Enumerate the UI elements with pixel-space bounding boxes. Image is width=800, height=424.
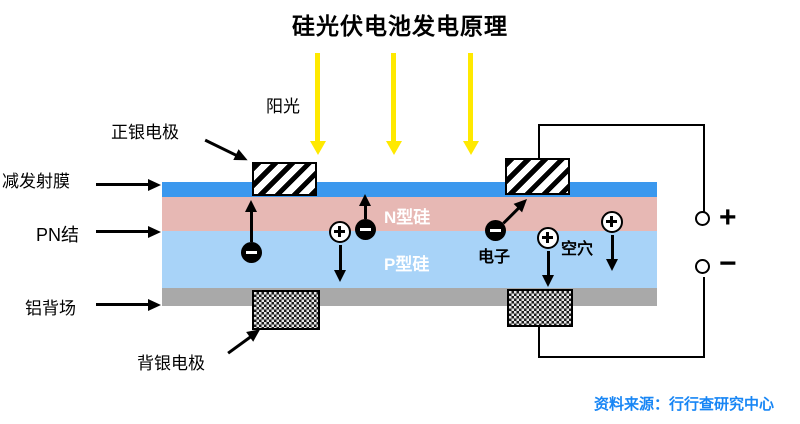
antireflection-layer — [162, 182, 657, 197]
arrow-shaft — [204, 138, 239, 157]
electron-icon — [241, 242, 262, 263]
circuit-wire — [703, 277, 705, 358]
leader-arrow-icon — [96, 303, 150, 306]
sunlight-arrowhead-icon — [463, 141, 479, 155]
circuit-wire — [538, 124, 705, 126]
n-type-layer-label: N型硅 — [384, 208, 431, 227]
leader-arrow-icon — [224, 324, 265, 359]
back-silver-electrode-right — [507, 289, 573, 327]
antireflection-label: 减发射膜 — [2, 172, 70, 191]
electron-motion-arrow — [250, 211, 253, 242]
electron-motion-arrowhead-icon — [359, 194, 371, 206]
plus-glyph — [338, 226, 341, 237]
back-electrode-label: 背银电极 — [137, 354, 205, 373]
hole-motion-arrow — [610, 235, 614, 260]
hole-icon — [329, 221, 351, 243]
leader-arrow-icon — [202, 133, 251, 166]
hole-motion-arrowhead-icon — [334, 270, 346, 282]
n-type-silicon-layer — [162, 197, 657, 231]
leader-arrow-icon — [96, 230, 150, 233]
back-silver-electrode-left — [252, 290, 320, 330]
hole-icon — [601, 211, 623, 233]
front-silver-electrode-right — [505, 158, 570, 195]
aluminum-back-layer — [162, 288, 657, 306]
electron-motion-arrowhead-icon — [245, 200, 257, 212]
negative-terminal-icon — [695, 259, 710, 274]
hole-motion-arrowhead-icon — [606, 259, 618, 271]
sunlight-arrow-icon — [468, 53, 473, 141]
p-type-layer-label: P型硅 — [384, 255, 430, 274]
hole-motion-arrow — [546, 251, 550, 276]
aluminum-back-label: 铝背场 — [25, 299, 76, 318]
leader-arrowhead-icon — [148, 178, 161, 191]
sunlight-arrow-icon — [391, 53, 396, 141]
sunlight-label: 阳光 — [266, 97, 300, 116]
front-silver-electrode-left — [252, 162, 317, 196]
page-title: 硅光伏电池发电原理 — [292, 13, 508, 39]
front-electrode-label: 正银电极 — [111, 123, 179, 142]
leader-arrowhead-icon — [148, 298, 161, 311]
sunlight-arrowhead-icon — [310, 141, 326, 155]
arrowhead-icon — [233, 149, 251, 166]
circuit-wire — [703, 124, 705, 212]
hole-label: 空穴 — [561, 241, 594, 258]
electron-icon — [485, 220, 506, 241]
positive-terminal-icon — [695, 211, 710, 226]
hole-icon — [537, 227, 559, 249]
electron-label: 电子 — [478, 249, 511, 266]
hole-motion-arrowhead-icon — [542, 275, 554, 287]
arrow-shaft — [226, 334, 253, 354]
circuit-wire — [538, 327, 540, 358]
leader-arrow-icon — [96, 183, 150, 186]
minus-glyph — [360, 228, 371, 231]
minus-glyph — [490, 229, 501, 232]
hole-motion-arrow — [338, 245, 342, 271]
pn-junction-label: PN结 — [36, 225, 80, 245]
sunlight-arrowhead-icon — [386, 141, 402, 155]
negative-terminal-sign: − — [719, 247, 737, 280]
electron-icon — [355, 219, 376, 240]
plus-glyph — [610, 216, 613, 227]
circuit-wire — [538, 126, 540, 159]
positive-terminal-sign: + — [719, 201, 737, 234]
minus-glyph — [246, 251, 257, 254]
circuit-wire — [538, 356, 705, 358]
plus-glyph — [546, 232, 549, 243]
source-attribution: 资料来源：行行查研究中心 — [593, 396, 774, 413]
electron-motion-arrow — [364, 205, 367, 219]
sunlight-arrow-icon — [315, 53, 320, 141]
leader-arrowhead-icon — [148, 225, 161, 238]
